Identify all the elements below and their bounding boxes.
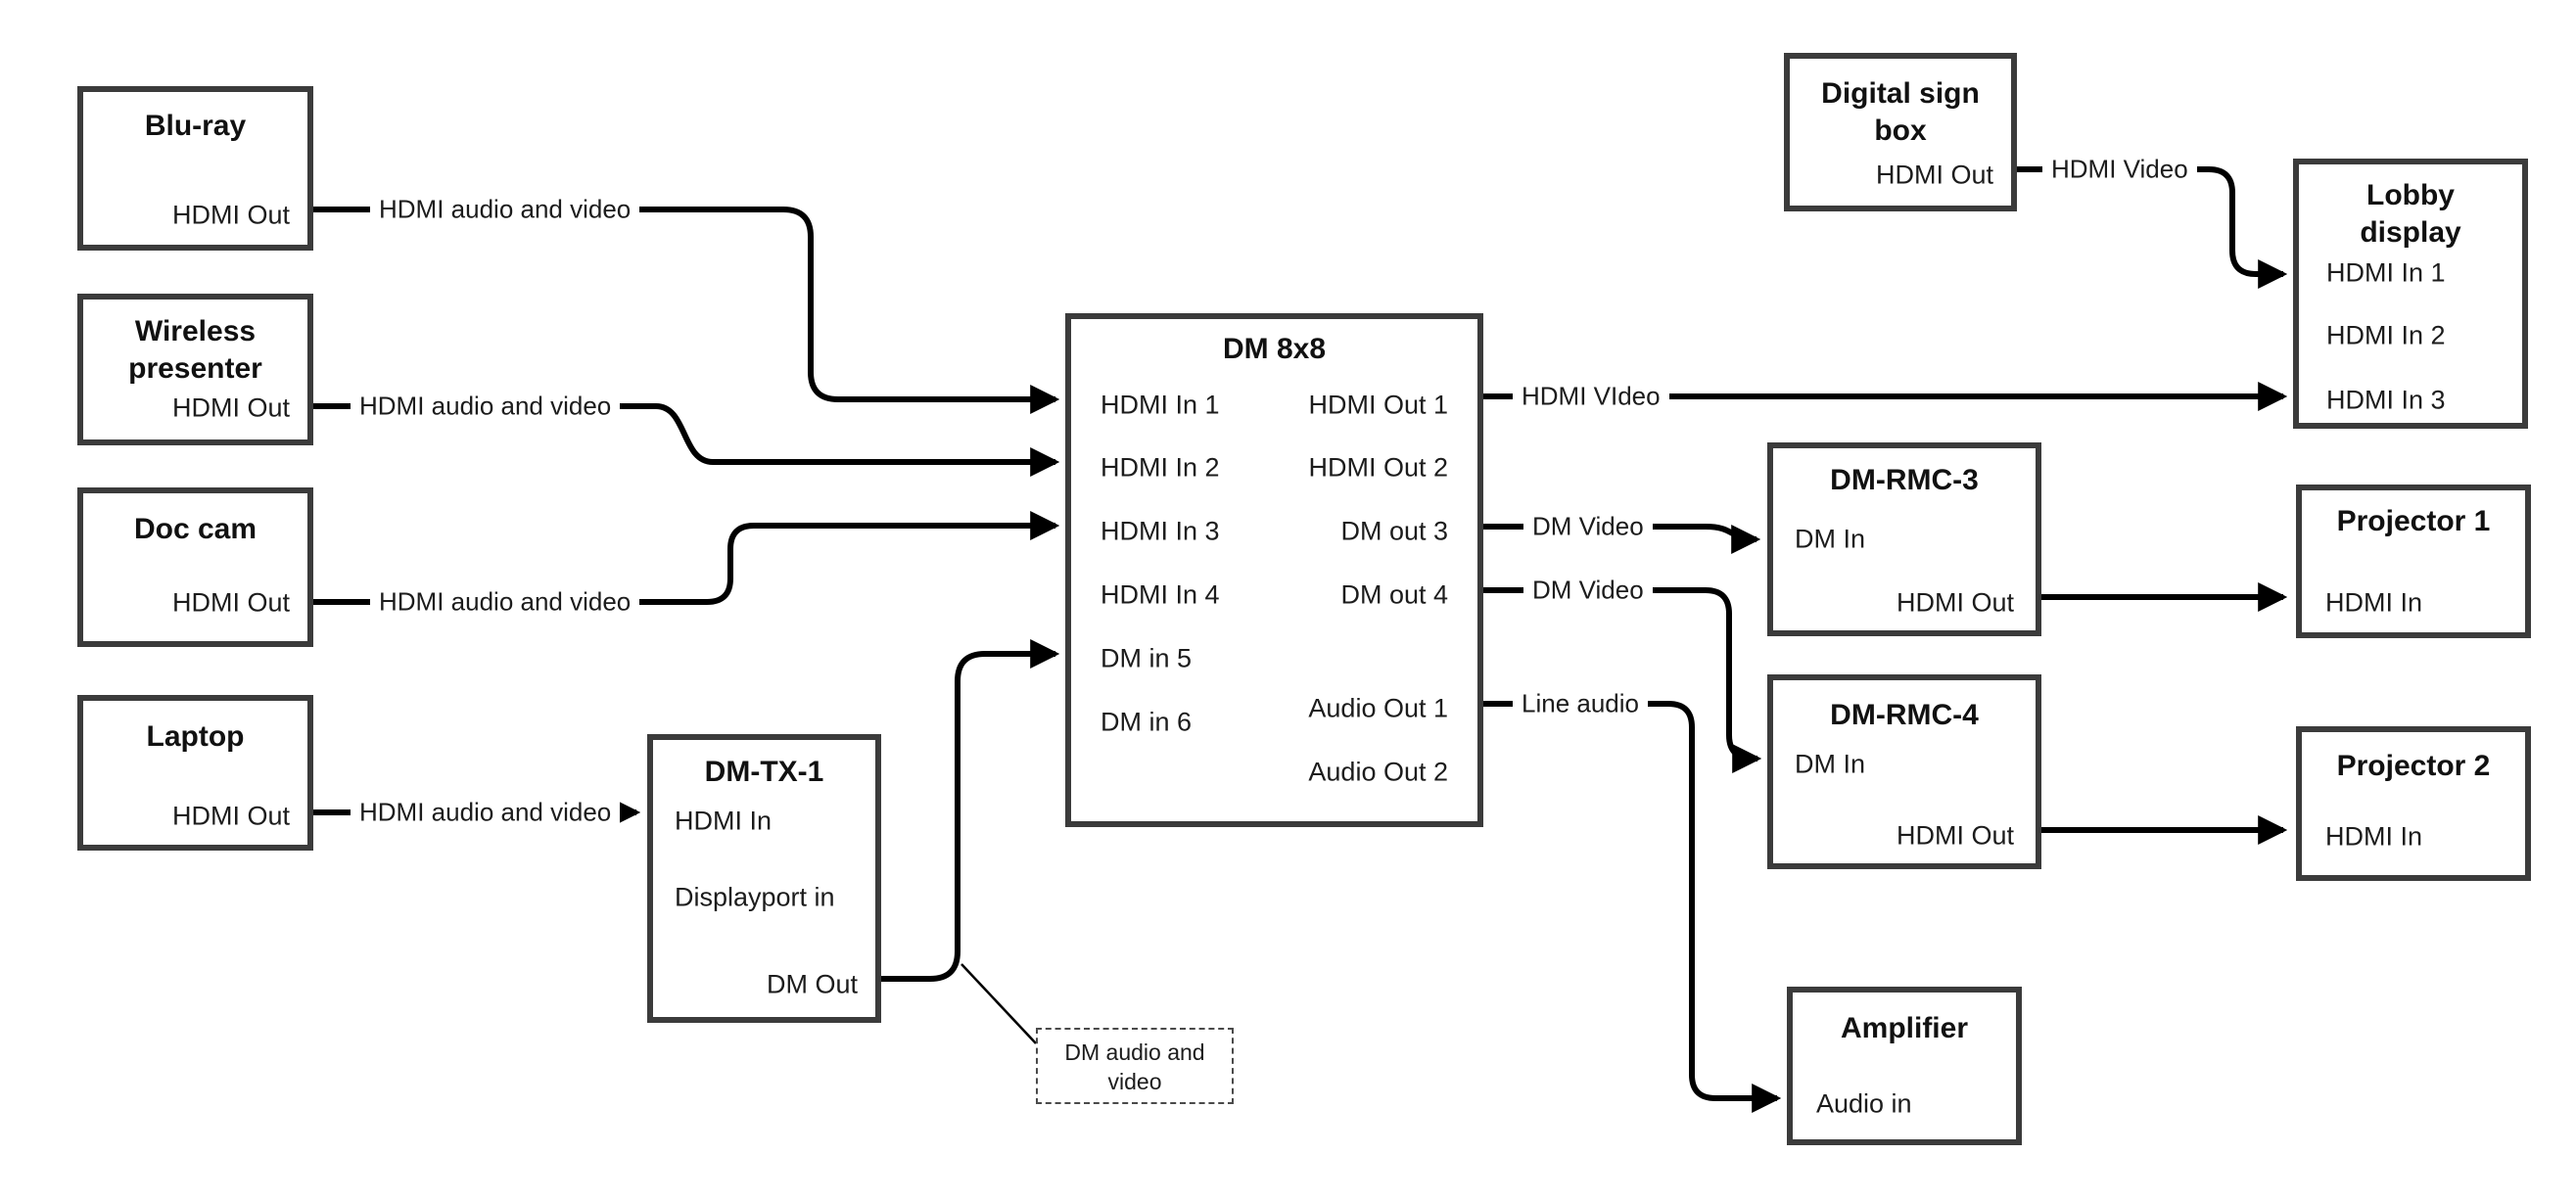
node-laptop: Laptop HDMI Out (77, 695, 313, 851)
port-dmrmc4-hdmi-out: HDMI Out (1896, 820, 2014, 851)
port-dmrmc3-hdmi-out: HDMI Out (1896, 587, 2014, 618)
port-dmrmc3-dm-in: DM In (1795, 524, 1866, 554)
port-digitalsign-hdmi-out: HDMI Out (1875, 160, 1993, 190)
wire-doccam-to-dm8x8-in3 (313, 511, 1060, 605)
node-wireless-presenter: Wireless presenter HDMI Out (77, 294, 313, 445)
node-dmrmc4: DM-RMC-4 DM In HDMI Out (1767, 674, 2041, 869)
wire-wireless-to-dm8x8-in2 (313, 403, 1060, 477)
node-bluray-title: Blu-ray (144, 110, 247, 142)
callout-leader-line (960, 963, 1037, 1044)
node-dmrmc3: DM-RMC-3 DM In HDMI Out (1767, 442, 2041, 636)
wire-bluray-to-dm8x8-in1 (313, 207, 1060, 414)
wire-label-dm-out3: DM Video (1523, 511, 1653, 542)
port-projector2-hdmi-in: HDMI In (2325, 821, 2423, 852)
node-doccam-title: Doc cam (133, 513, 258, 545)
node-dmtx1: DM-TX-1 HDMI In Displayport in DM Out (647, 734, 881, 1023)
node-projector1-title: Projector 1 (2336, 505, 2491, 537)
wire-dm8x8-out4-to-dmrmc4 (1483, 587, 1762, 773)
node-amplifier-title: Amplifier (1840, 1012, 1969, 1044)
node-bluray: Blu-ray HDMI Out (77, 86, 313, 251)
port-dm8x8-audio-out-2: Audio Out 2 (1308, 757, 1448, 787)
port-dm8x8-audio-out-1: Audio Out 1 (1308, 693, 1448, 723)
wire-dm8x8-out3-to-dmrmc3 (1483, 524, 1761, 554)
port-wireless-hdmi-out: HDMI Out (171, 393, 290, 423)
node-doccam: Doc cam HDMI Out (77, 487, 313, 647)
node-digitalsign-title: Digital sign box (1821, 77, 1980, 147)
port-doccam-hdmi-out: HDMI Out (171, 587, 290, 618)
port-dm8x8-dm-out-3: DM out 3 (1340, 516, 1448, 546)
node-digitalsign: Digital sign box HDMI Out (1784, 53, 2017, 211)
port-dm8x8-hdmi-in-3: HDMI In 3 (1101, 516, 1220, 546)
port-dm8x8-hdmi-in-1: HDMI In 1 (1101, 390, 1220, 420)
node-projector2-title: Projector 2 (2336, 750, 2491, 782)
port-dmtx1-dm-out: DM Out (766, 969, 858, 999)
callout-dm-audio-video: DM audio and video (1036, 1028, 1234, 1104)
wire-dmtx1-to-dm8x8-in5 (881, 639, 1060, 982)
node-amplifier: Amplifier Audio in (1787, 987, 2022, 1145)
wire-label-doccam: HDMI audio and video (370, 586, 640, 618)
node-lobby-title: Lobby display (2360, 179, 2461, 249)
port-bluray-hdmi-out: HDMI Out (171, 200, 290, 230)
wire-dm8x8-audio1-to-amplifier (1483, 701, 1782, 1113)
port-lobby-hdmi-in-3: HDMI In 3 (2326, 385, 2446, 415)
wire-label-audio-out1: Line audio (1513, 688, 1648, 719)
port-dmtx1-hdmi-in: HDMI In (675, 806, 773, 836)
wire-digitalsign-to-lobby-in1 (2017, 166, 2288, 289)
node-projector1: Projector 1 HDMI In (2296, 485, 2531, 638)
port-dm8x8-dm-in-5: DM in 5 (1101, 643, 1193, 673)
port-dm8x8-hdmi-in-2: HDMI In 2 (1101, 452, 1220, 483)
port-dm8x8-hdmi-out-1: HDMI Out 1 (1308, 390, 1448, 420)
port-dm8x8-dm-in-6: DM in 6 (1101, 707, 1193, 737)
port-dm8x8-dm-out-4: DM out 4 (1340, 579, 1448, 610)
port-laptop-hdmi-out: HDMI Out (171, 801, 290, 831)
node-dmrmc4-title: DM-RMC-4 (1830, 699, 1979, 731)
wire-label-digitalsign: HDMI Video (2042, 154, 2197, 185)
port-lobby-hdmi-in-2: HDMI In 2 (2326, 320, 2446, 350)
wire-label-dm-out4: DM Video (1523, 575, 1653, 606)
node-projector2: Projector 2 HDMI In (2296, 726, 2531, 881)
port-dm8x8-hdmi-in-4: HDMI In 4 (1101, 579, 1220, 610)
node-laptop-title: Laptop (146, 720, 245, 753)
node-dm8x8-title: DM 8x8 (1222, 333, 1327, 365)
wire-label-laptop: HDMI audio and video (351, 797, 621, 828)
node-dm8x8: DM 8x8 HDMI In 1 HDMI In 2 HDMI In 3 HDM… (1065, 313, 1483, 827)
port-dmrmc4-dm-in: DM In (1795, 749, 1866, 779)
port-amplifier-audio-in: Audio in (1816, 1088, 1912, 1119)
port-projector1-hdmi-in: HDMI In (2325, 587, 2423, 618)
port-dm8x8-hdmi-out-2: HDMI Out 2 (1308, 452, 1448, 483)
node-dmtx1-title: DM-TX-1 (704, 756, 824, 788)
wire-label-wireless: HDMI audio and video (351, 391, 621, 422)
wire-label-hdmi-out1: HDMI VIdeo (1513, 381, 1669, 412)
port-lobby-hdmi-in-1: HDMI In 1 (2326, 257, 2446, 288)
node-lobby-display: Lobby display HDMI In 1 HDMI In 2 HDMI I… (2293, 159, 2528, 429)
port-dmtx1-displayport-in: Displayport in (675, 882, 835, 912)
node-wireless-title: Wireless presenter (128, 315, 262, 385)
wire-label-bluray: HDMI audio and video (370, 194, 640, 225)
node-dmrmc3-title: DM-RMC-3 (1830, 464, 1979, 496)
